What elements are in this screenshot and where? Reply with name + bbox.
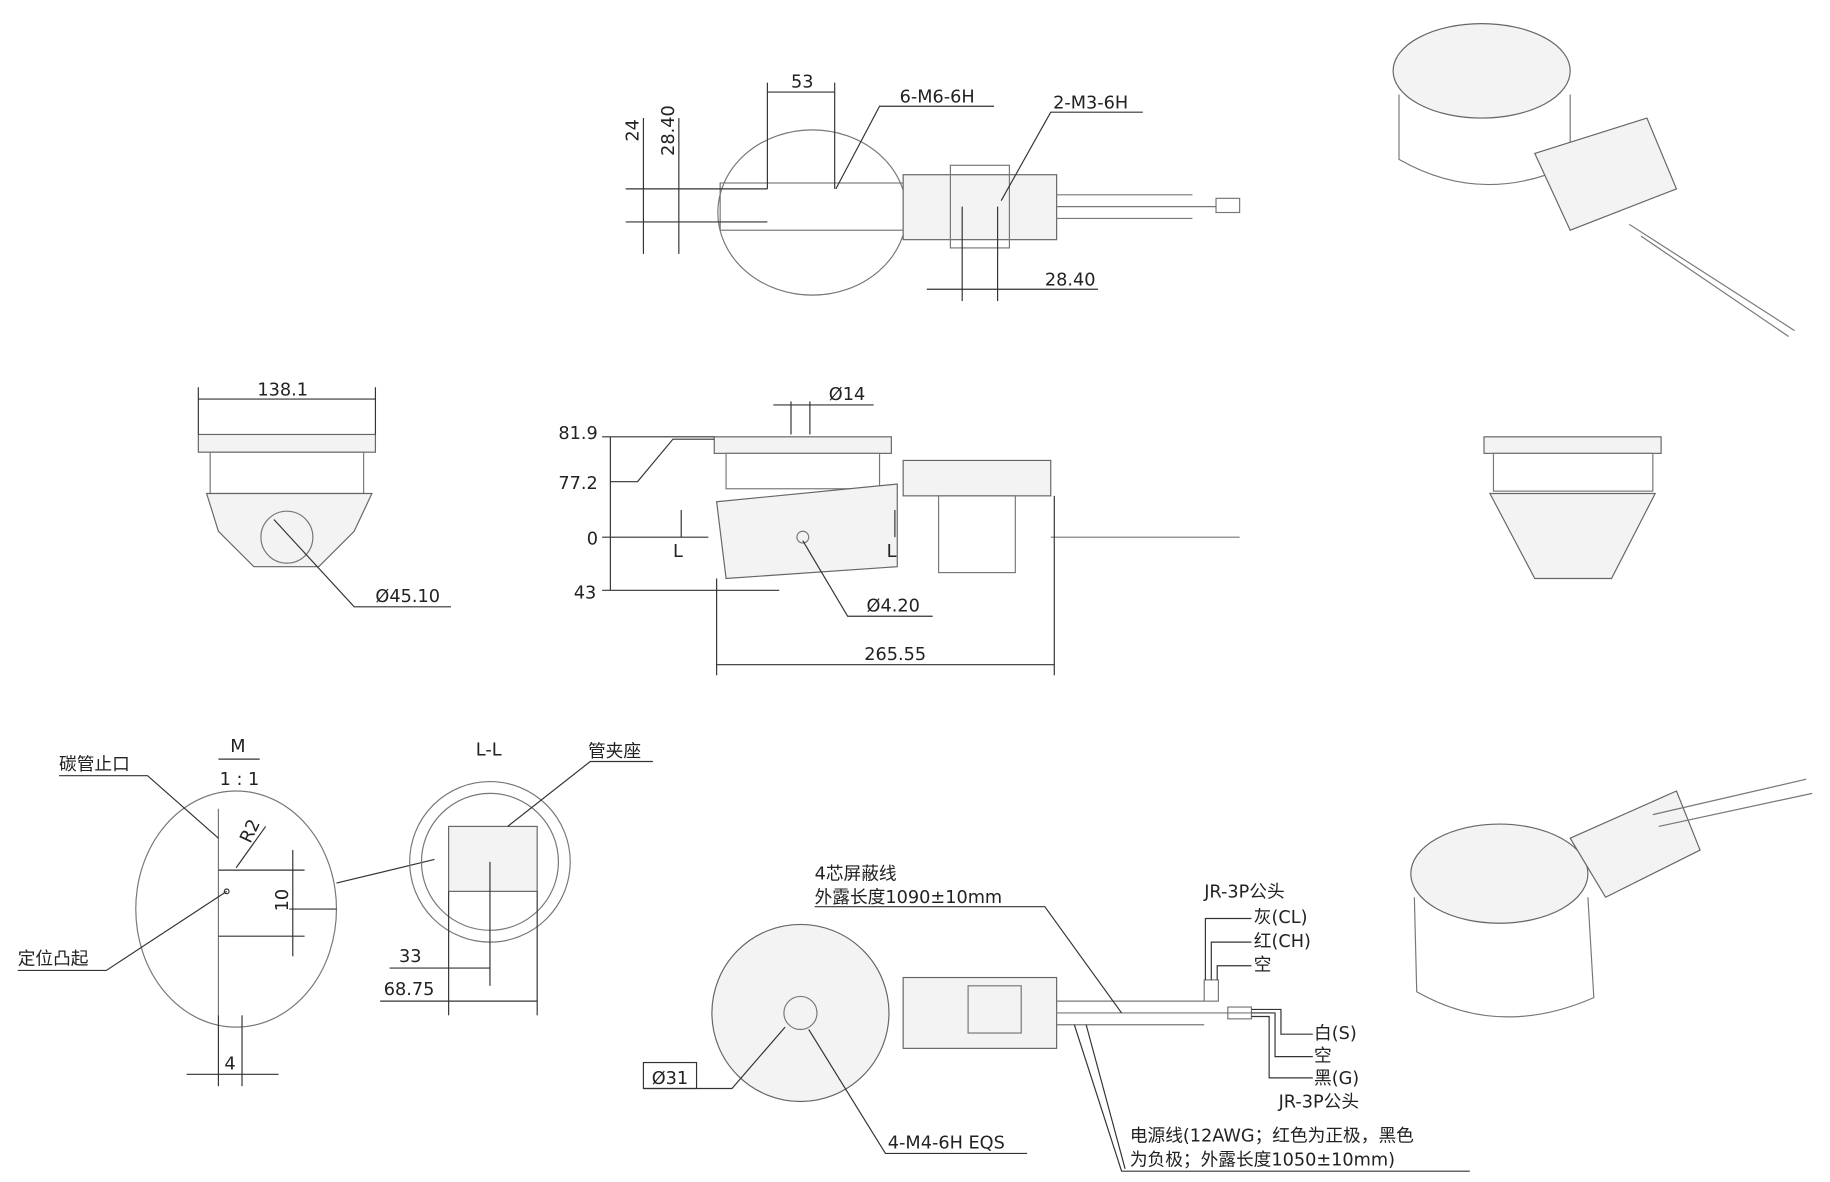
clamp-seat-label: 管夹座 [588,741,641,762]
carbon-tube-stop-label: 碳管止口 [59,754,130,775]
dim-68-75: 68.75 [384,980,435,1000]
dim-53: 53 [791,72,814,92]
dim-265-55: 265.55 [864,645,926,665]
dim-138-1: 138.1 [257,381,308,401]
dia-14: Ø14 [829,385,865,405]
top-view: 53 6-M6-6H 2-M3-6H 24 28.40 28.40 [624,72,1241,302]
isometric-view-bottom [1410,778,1813,1018]
dim-33: 33 [399,947,422,967]
jr-connector-top-label: JR-3P公头 [1203,881,1284,902]
detail-title: M [230,737,245,757]
detail-scale: 1 : 1 [220,770,260,790]
dim-10: 10 [273,889,293,912]
thread-m4-label: 4-M4-6H EQS [888,1134,1005,1154]
height-0: 0 [587,529,598,549]
dim-28-40-horizontal: 28.40 [1045,271,1096,291]
dim-28-40-vertical: 28.40 [659,105,679,156]
pin-grey-cl: 灰(CL) [1254,907,1308,928]
section-marker-l-right: L [887,542,897,562]
section-title: L-L [476,741,502,761]
shield-cable-label-1: 4芯屏蔽线 [815,864,897,885]
power-cable-label-2: 为负极；外露长度1050±10mm) [1130,1149,1395,1170]
jr-connector-bottom-label: JR-3P公头 [1278,1091,1359,1112]
section-marker-l-left: L [673,542,683,562]
thread-m3-label: 2-M3-6H [1053,94,1128,114]
isometric-view-top [1392,23,1795,337]
thread-m6-label: 6-M6-6H [900,88,975,108]
power-cable-label-1: 电源线(12AWG；红色为正极，黑色 [1130,1126,1414,1147]
front-view: 81.9 77.2 0 43 Ø14 L L Ø4.20 265.55 [558,385,1240,676]
bottom-view: Ø31 4-M4-6H EQS 4芯屏蔽线 外露长度1090±10mm JR-3… [642,864,1470,1172]
side-view-right [1483,436,1662,580]
detail-m: M 1 : 1 10 R2 碳管止口 定位凸起 4 [17,737,435,1087]
shield-cable-label-2: 外露长度1090±10mm [815,887,1003,908]
dia-4-20: Ø4.20 [867,597,920,617]
radius-r2: R2 [237,816,265,846]
pin-white-s: 白(S) [1314,1023,1357,1044]
section-l-l: L-L 管夹座 33 68.75 [380,741,653,1016]
dia-31: Ø31 [652,1069,688,1089]
dim-4: 4 [224,1055,235,1075]
locating-boss-label: 定位凸起 [18,949,89,970]
side-view: 138.1 Ø45.10 [197,381,451,608]
height-43: 43 [574,584,597,604]
pin-red-ch: 红(CH) [1254,931,1311,952]
dia-45-10: Ø45.10 [375,587,440,607]
dim-24: 24 [624,119,644,142]
height-81-9: 81.9 [558,424,597,444]
pin-empty-top: 空 [1254,954,1272,975]
height-77-2: 77.2 [558,474,597,494]
pin-black-g: 黑(G) [1314,1069,1359,1089]
pin-empty-bottom: 空 [1314,1045,1332,1066]
